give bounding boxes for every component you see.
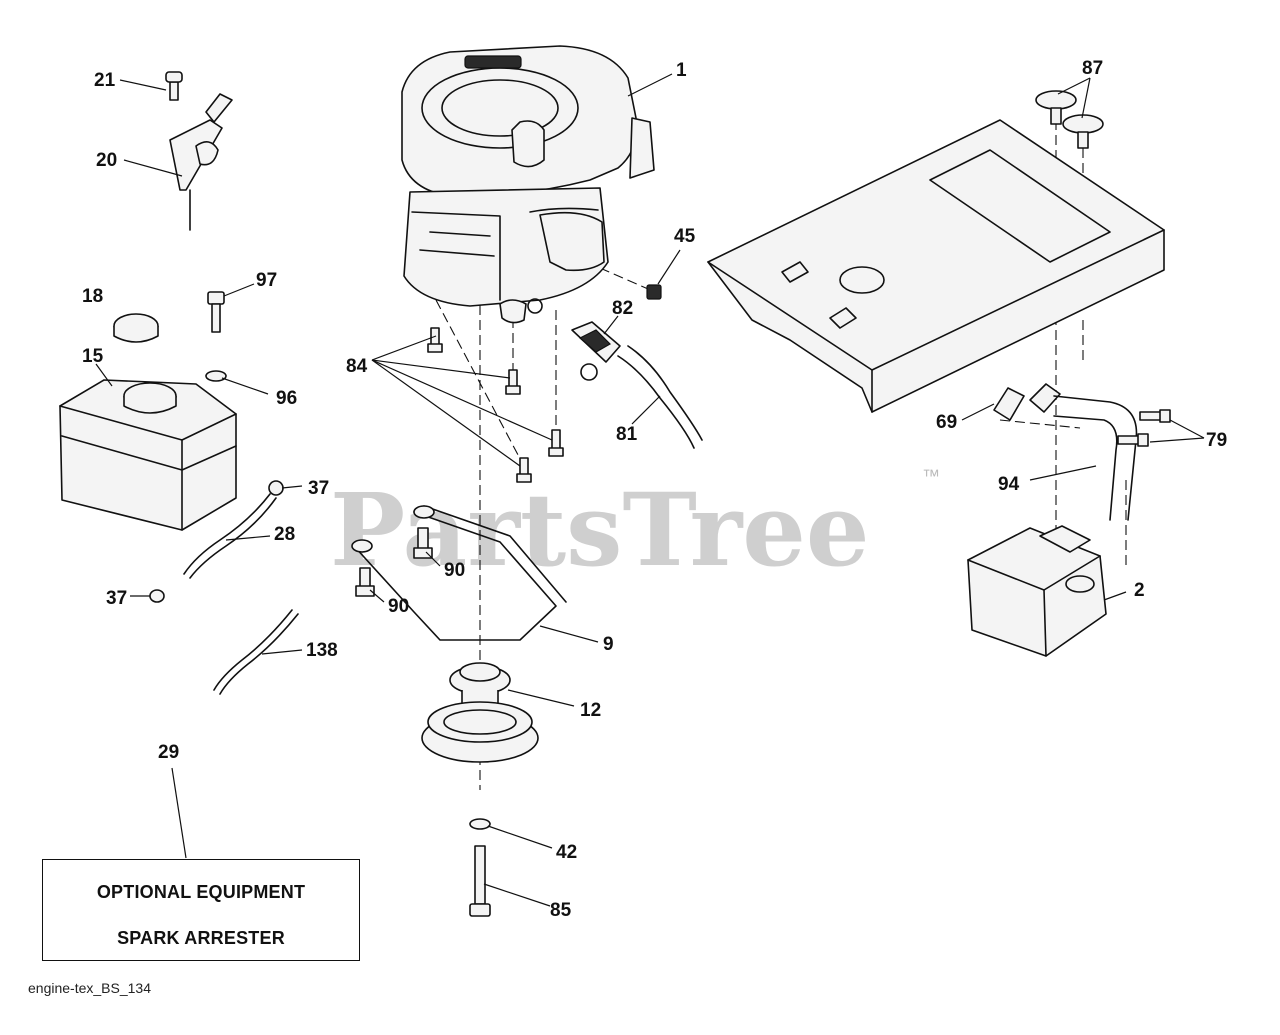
callout-69[interactable]: 69 — [936, 412, 957, 433]
callout-37-bottom[interactable]: 37 — [106, 588, 127, 609]
hose-138-shape — [213, 609, 299, 695]
callout-87[interactable]: 87 — [1082, 58, 1103, 79]
callout-81[interactable]: 81 — [616, 424, 638, 445]
callout-37-top[interactable]: 37 — [308, 478, 329, 499]
nut-45-shape — [646, 284, 662, 300]
callout-20[interactable]: 20 — [96, 150, 117, 171]
callout-85[interactable]: 85 — [550, 900, 572, 921]
fuel-tank — [59, 379, 237, 531]
callout-90-lower[interactable]: 90 — [388, 596, 409, 617]
callout-42[interactable]: 42 — [556, 842, 577, 863]
callout-138[interactable]: 138 — [306, 640, 338, 661]
callout-18[interactable]: 18 — [82, 286, 103, 307]
callout-79[interactable]: 79 — [1206, 430, 1227, 451]
bolt-and-washer — [205, 291, 227, 382]
exhaust-parts — [993, 383, 1171, 521]
pulley-bolt — [469, 818, 491, 917]
callout-21[interactable]: 21 — [94, 70, 116, 91]
engine-assembly — [401, 45, 655, 324]
callout-96[interactable]: 96 — [276, 388, 297, 409]
diagram-id-label: engine-tex_BS_134 — [28, 980, 151, 996]
callout-leaders — [95, 73, 1205, 907]
frame-knobs — [1035, 90, 1104, 149]
callout-94[interactable]: 94 — [998, 474, 1020, 495]
watermark-text: PartsTree — [330, 471, 870, 589]
fuel-cap — [113, 313, 159, 343]
fuel-line-and-clamps — [149, 480, 284, 603]
callout-29[interactable]: 29 — [158, 742, 179, 763]
callout-84[interactable]: 84 — [346, 356, 368, 377]
engine-bracket — [351, 505, 567, 641]
callout-9[interactable]: 9 — [603, 634, 614, 655]
engine-pulley — [421, 662, 539, 763]
watermark-trademark: ™ — [922, 466, 940, 486]
throttle-control — [165, 71, 233, 231]
spark-arrester-label: SPARK ARRESTER — [117, 928, 285, 948]
callout-1[interactable]: 1 — [676, 60, 687, 81]
callout-45[interactable]: 45 — [674, 226, 696, 247]
muffler — [967, 525, 1107, 657]
optional-equipment-heading: OPTIONAL EQUIPMENT — [96, 882, 306, 902]
optional-equipment-box: OPTIONAL EQUIPMENT SPARK ARRESTER — [42, 859, 360, 961]
callout-82[interactable]: 82 — [612, 298, 633, 319]
callout-90-upper[interactable]: 90 — [444, 560, 465, 581]
fuel-filter-and-hose — [571, 321, 703, 449]
callout-numbers: 1 2 9 12 15 18 20 21 28 29 37 37 42 45 6… — [82, 58, 1227, 921]
callout-12[interactable]: 12 — [580, 700, 601, 721]
mounting-bolts — [427, 327, 564, 483]
callout-2[interactable]: 2 — [1134, 580, 1145, 601]
callout-28[interactable]: 28 — [274, 524, 295, 545]
callout-15[interactable]: 15 — [82, 346, 104, 367]
callout-97[interactable]: 97 — [256, 270, 277, 291]
tractor-frame — [707, 119, 1165, 413]
